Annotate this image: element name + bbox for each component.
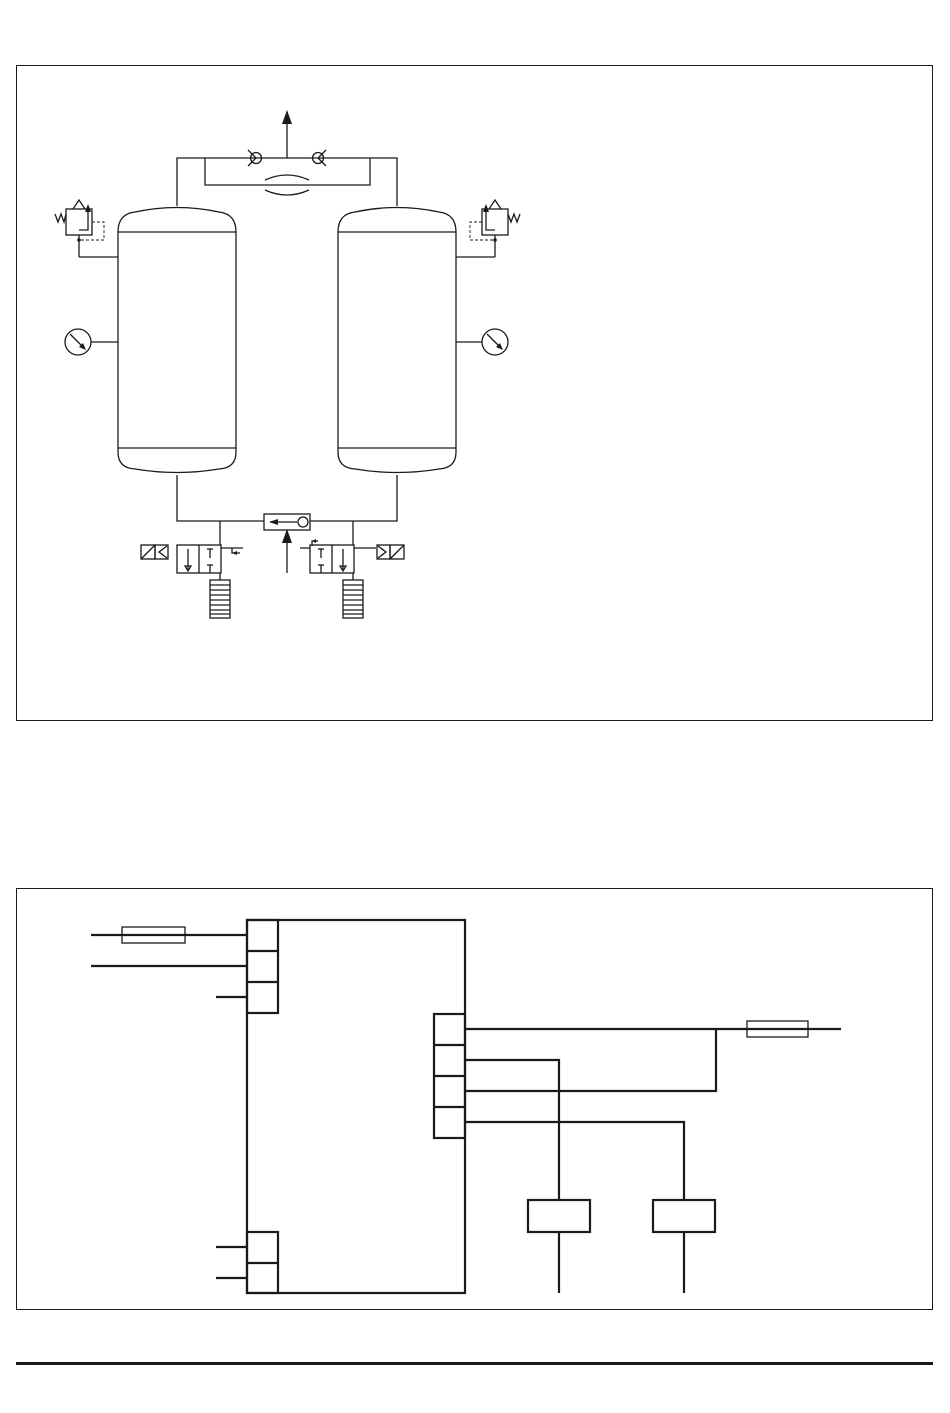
shuttle-check-valve-inlet <box>264 514 310 530</box>
pressure-gauge-left <box>65 329 118 355</box>
top-piping <box>177 110 397 206</box>
safety-valve-left <box>55 200 118 257</box>
safety-valve-right <box>456 200 520 257</box>
silencer-left <box>210 573 230 618</box>
page-footer-rule <box>16 1362 933 1365</box>
silencer-right <box>343 573 363 618</box>
solenoid-valve-left <box>141 545 243 573</box>
pressure-gauge-right <box>456 329 508 355</box>
vessel-left <box>118 208 236 473</box>
vessel-right <box>338 208 456 473</box>
bottom-piping <box>177 475 397 573</box>
electrical-diagram-panel <box>16 888 933 1310</box>
solenoid-valve-right <box>300 539 404 573</box>
